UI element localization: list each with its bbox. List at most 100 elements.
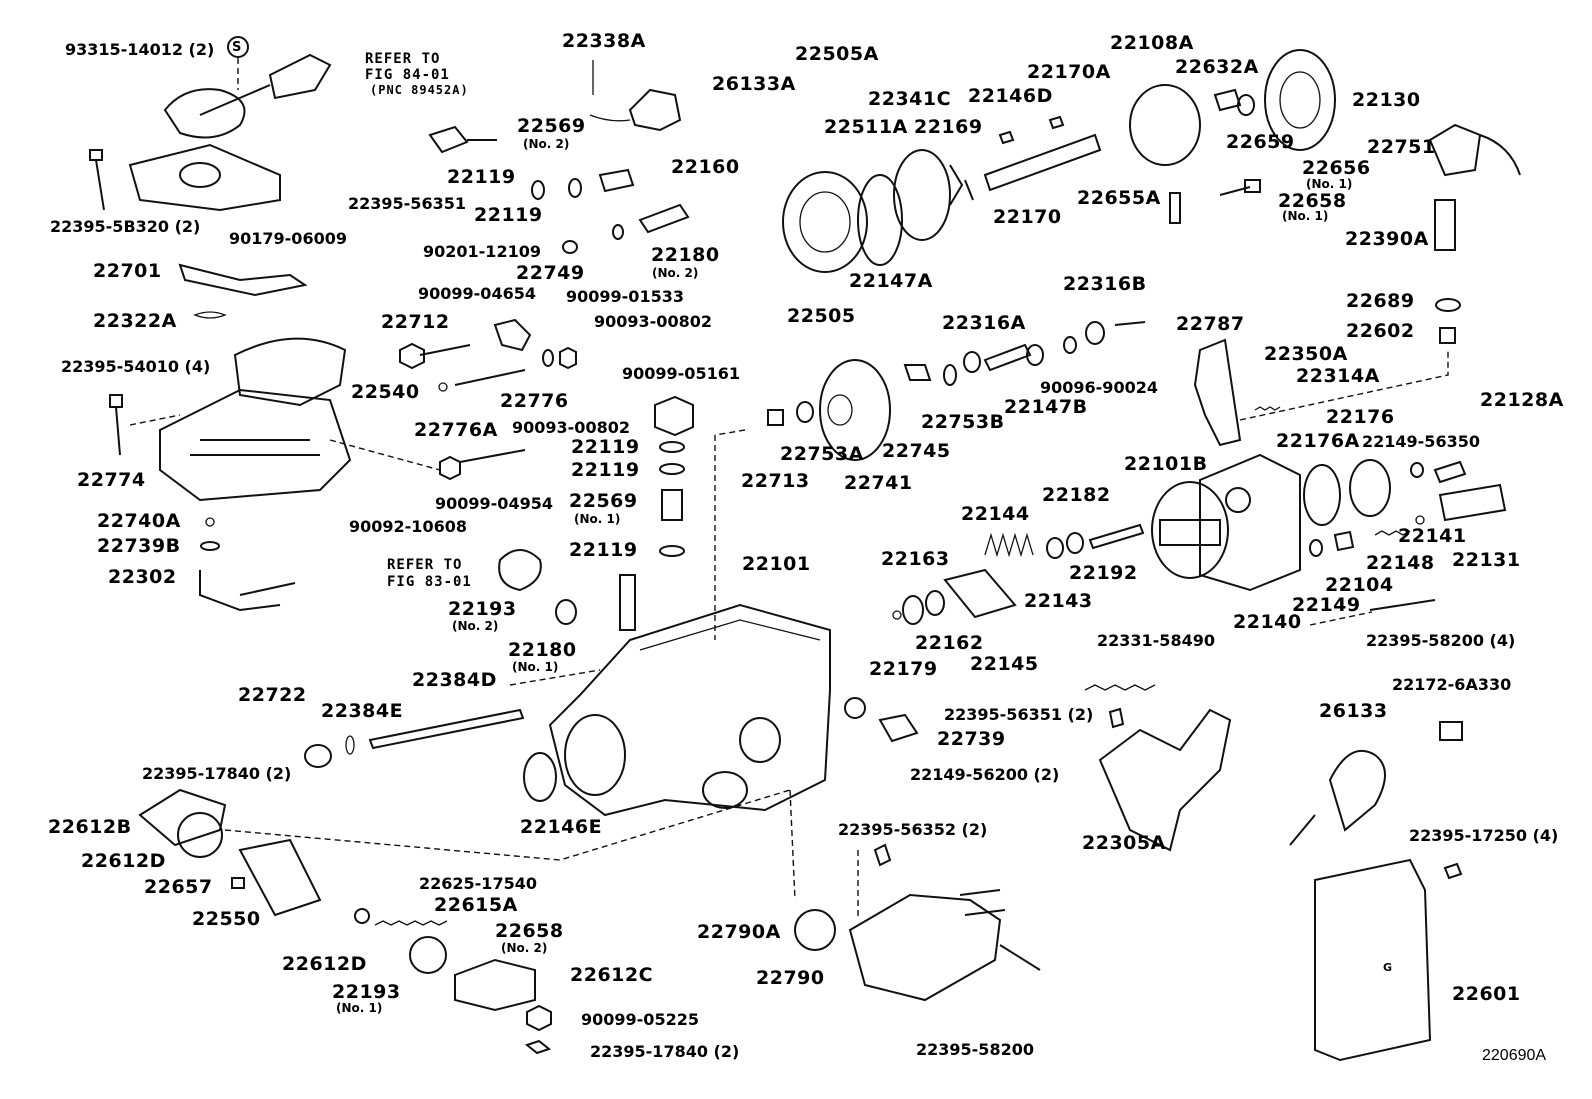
plug-icon [878, 713, 919, 743]
o-ring-icon [1303, 464, 1341, 526]
washer-icon [659, 441, 685, 453]
washer-icon [542, 349, 554, 367]
part-callout-note: (No. 1) [1306, 177, 1353, 191]
part-callout: 22741 [844, 472, 913, 494]
part-callout: 22331-58490 [1097, 631, 1215, 650]
spring-seat-icon [943, 568, 1017, 619]
reference-note-line: REFER TO [365, 51, 441, 67]
part-callout: 22119 [474, 204, 543, 226]
part-callout: 22314A [1296, 365, 1380, 387]
o-ring-icon [205, 517, 215, 527]
part-callout: 22712 [381, 311, 450, 333]
nut-icon [526, 1004, 552, 1032]
part-callout: 22131 [1452, 549, 1521, 571]
part-callout: 22655A [1077, 187, 1161, 209]
speed-sensor-icon [1428, 123, 1521, 177]
screw-icon [524, 1039, 552, 1055]
washer-icon [943, 364, 957, 386]
key-icon [1213, 88, 1242, 112]
washer-icon [796, 401, 814, 423]
part-callout: 22776 [500, 390, 569, 412]
part-callout-note: (No. 1) [574, 512, 621, 526]
washer-icon [902, 595, 924, 625]
part-callout-note: (No. 2) [652, 266, 699, 280]
part-callout: 22146E [520, 816, 603, 838]
oil-seal-icon [523, 752, 557, 802]
part-callout: 22540 [351, 381, 420, 403]
reference-note-line: FIG 84-01 [365, 67, 450, 83]
part-callout: 22612C [570, 964, 654, 986]
control-lever-icon [1098, 708, 1232, 852]
part-callout: 90092-10608 [349, 517, 467, 536]
part-callout: 22739B [97, 535, 181, 557]
part-callout: 22550 [192, 908, 261, 930]
adjusting-screw-icon [199, 570, 296, 612]
reference-note-line: FIG 83-01 [387, 574, 472, 590]
plug-icon [661, 489, 683, 521]
bolt-icon [1433, 460, 1467, 484]
washer-icon [568, 178, 582, 198]
part-callout: 22658 [495, 920, 564, 942]
gasket-icon [857, 174, 903, 266]
part-callout: 22119 [447, 166, 516, 188]
bolt-icon [1114, 321, 1146, 326]
part-callout: 22395-58200 [916, 1040, 1034, 1059]
valve-icon [619, 574, 636, 631]
part-callout-note: (No. 1) [512, 660, 559, 674]
part-callout: 22176A [1276, 430, 1360, 452]
bolt-icon [1369, 599, 1436, 611]
part-callout: 22170 [993, 206, 1062, 228]
part-callout: 22119 [571, 459, 640, 481]
part-callout: 22713 [741, 470, 810, 492]
part-callout: 22395-17250 (4) [1409, 826, 1559, 845]
adjusting-screw-icon [368, 708, 525, 750]
part-callout: 22739 [937, 728, 1006, 750]
part-callout: 22322A [93, 310, 177, 332]
cap-icon [654, 395, 694, 437]
part-callout: 22612B [48, 816, 132, 838]
screw-icon [1108, 707, 1125, 729]
part-callout: 22316A [942, 312, 1026, 334]
cover-icon [138, 788, 227, 847]
part-callout: 93315-14012 (2) [65, 40, 215, 59]
washer-icon [531, 180, 545, 200]
o-ring-icon [345, 735, 355, 755]
part-callout: 22149 [1292, 594, 1361, 616]
part-callout: 22701 [93, 260, 162, 282]
part-callout: 22162 [915, 632, 984, 654]
s-badge-label: S [232, 40, 242, 55]
nut-icon [354, 908, 370, 924]
spring-icon [1084, 684, 1156, 691]
part-callout-note: (No. 1) [336, 1001, 383, 1015]
screw-icon [873, 843, 892, 867]
collar-icon [1085, 321, 1105, 345]
key-icon [949, 164, 974, 206]
part-callout: 22316B [1063, 273, 1147, 295]
screw-plug-icon [598, 168, 635, 193]
part-callout: 22511A [824, 116, 908, 138]
part-callout: 22790A [697, 921, 781, 943]
part-callout: 22140 [1233, 611, 1302, 633]
s-badge-icon [227, 36, 249, 90]
gasket-icon [555, 599, 577, 625]
bolt-icon [999, 944, 1041, 971]
part-callout: 22180 [651, 244, 720, 266]
part-callout: 22625-17540 [419, 874, 537, 893]
drive-pulley-icon [782, 171, 868, 273]
gear-icon [893, 149, 951, 241]
part-callout: 22163 [881, 548, 950, 570]
plug-icon [304, 744, 332, 768]
part-callout: 22302 [108, 566, 177, 588]
part-callout: 22395-17840 (2) [142, 764, 292, 783]
washer-icon [659, 463, 685, 475]
part-callout-note: (No. 2) [501, 941, 548, 955]
spring-icon [193, 311, 227, 319]
temperature-sensor-icon [1434, 199, 1456, 251]
part-callout: 22689 [1346, 290, 1415, 312]
part-callout: 90099-05225 [581, 1010, 699, 1029]
clip-icon [767, 409, 784, 426]
part-callout: 90099-04954 [435, 494, 553, 513]
part-callout: 22384D [412, 669, 497, 691]
key-icon [998, 130, 1015, 145]
